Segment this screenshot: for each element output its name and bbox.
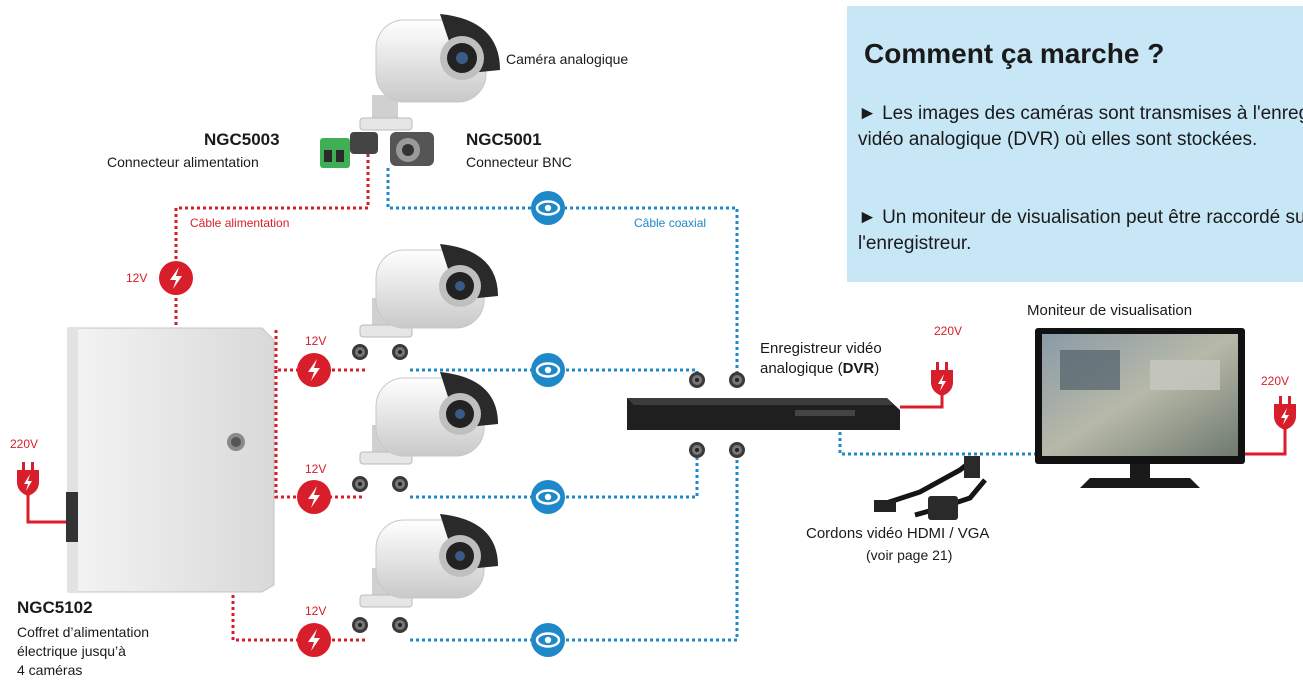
info-panel: Comment ça marche ? ► Les images des cam…: [847, 6, 1303, 282]
lightning-icon: [297, 353, 331, 387]
camera-row-2: [352, 372, 498, 492]
voltage-label: 220V: [934, 324, 963, 338]
dvr-label-line2: analogique (DVR): [760, 359, 882, 379]
eye-icon: [529, 478, 567, 516]
dvr-label-text: ): [874, 360, 880, 377]
dvr-recorder: [627, 372, 900, 458]
info-bullet-1: ► Les images des caméras sont transmises…: [858, 103, 1303, 150]
info-title: Comment ça marche ?: [864, 38, 1165, 69]
coax-cable-label: Câble coaxial: [634, 216, 707, 230]
camera-top: [359, 14, 500, 131]
camera-label: Caméra analogique: [506, 51, 629, 67]
ngc5102-code: NGC5102: [17, 598, 93, 617]
dvr-label-line1: Enregistreur vidéo: [760, 340, 882, 357]
plug-icon: [931, 362, 953, 396]
plug-icon: [17, 462, 39, 496]
dvr-label-text: analogique (: [760, 360, 843, 377]
ngc5001-connector-image: [390, 132, 434, 166]
monitor-label: Moniteur de visualisation: [1027, 302, 1193, 319]
voltage-label: 12V: [305, 604, 327, 618]
eye-icon: [529, 621, 567, 659]
voltage-label: 12V: [126, 271, 148, 285]
camera-row-1: [352, 244, 498, 360]
ngc5001-code: NGC5001: [466, 130, 542, 149]
ngc5102-line2: électrique jusqu’à: [17, 643, 126, 659]
ngc5001-name: Connecteur BNC: [466, 154, 572, 170]
voltage-label: 220V: [10, 437, 39, 451]
dvr-label-bold: DVR: [842, 360, 875, 377]
monitor: [1035, 328, 1245, 488]
dvr-label: Enregistreur vidéo analogique (DVR): [760, 339, 882, 379]
video-cables: [386, 168, 1038, 642]
eye-icon: [529, 189, 567, 227]
hdmi-vga-cables-image: [874, 456, 987, 520]
ngc5003-code: NGC5003: [204, 130, 280, 149]
camera-row-3: [352, 514, 498, 633]
power-supply-box: [66, 327, 275, 593]
voltage-label: 12V: [305, 334, 327, 348]
ngc5102-line1: Coffret d’alimentation: [17, 624, 150, 640]
ngc5102-line3: 4 caméras: [17, 662, 83, 678]
cords-page-ref: (voir page 21): [866, 547, 953, 563]
voltage-label: 12V: [305, 462, 327, 476]
lightning-icon: [297, 623, 331, 657]
cords-label: Cordons vidéo HDMI / VGA: [806, 525, 990, 542]
power-cable-label: Câble alimentation: [190, 216, 290, 230]
plug-icon: [1274, 396, 1296, 430]
lightning-icon: [297, 480, 331, 514]
ngc5003-connector-image: [320, 132, 378, 168]
eye-icon: [529, 351, 567, 389]
ngc5003-name: Connecteur alimentation: [107, 154, 259, 170]
lightning-icon: [159, 261, 193, 295]
voltage-label: 220V: [1261, 374, 1290, 388]
info-bullet-2: ► Un moniteur de visualisation peut être…: [858, 207, 1303, 254]
